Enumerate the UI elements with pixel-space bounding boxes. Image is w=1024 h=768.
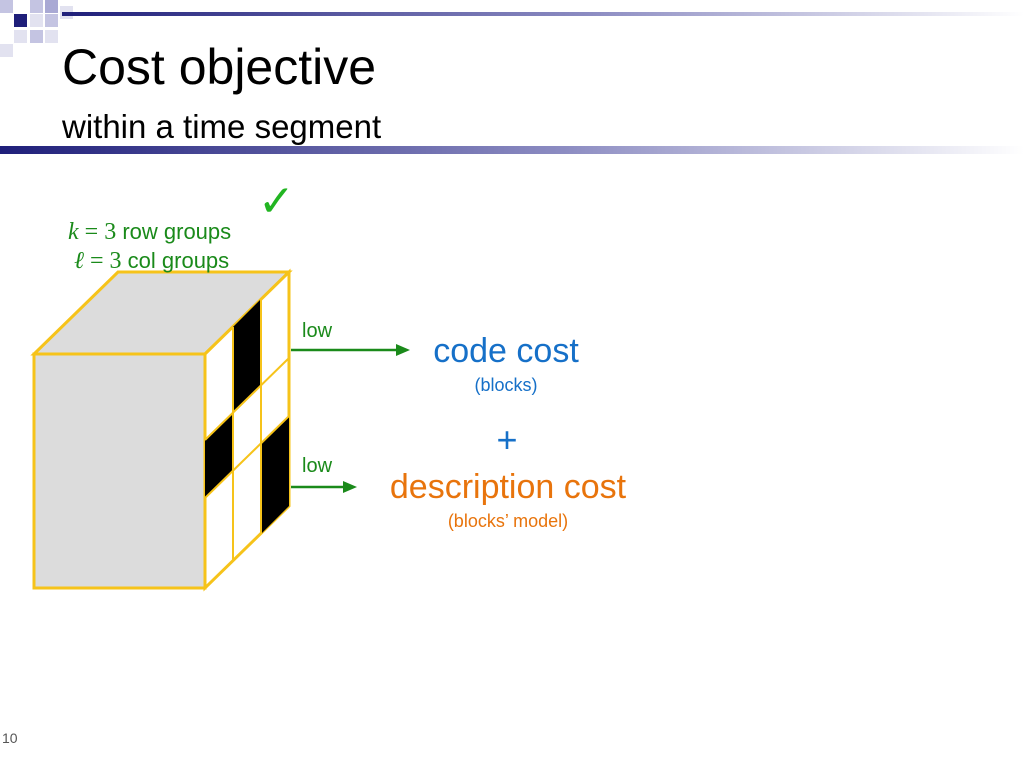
col-groups-eq: = 3 bbox=[84, 248, 122, 274]
slide-subtitle: within a time segment bbox=[62, 108, 382, 145]
description-cost-sub: (blocks’ model) bbox=[447, 511, 569, 531]
row-groups-text: row groups bbox=[116, 219, 232, 244]
matrix-block bbox=[261, 416, 289, 534]
arrow-to-description-cost bbox=[291, 481, 357, 493]
col-groups-text: col groups bbox=[121, 248, 230, 273]
row-groups-label: k = 3 row groups bbox=[68, 220, 231, 244]
col-groups-var: ℓ bbox=[74, 248, 84, 274]
row-groups-var: k bbox=[68, 219, 79, 245]
cube-front-face bbox=[32, 352, 207, 590]
arrow-to-code-cost bbox=[291, 344, 410, 356]
header-bar-top bbox=[62, 12, 1024, 16]
plus-sign: + bbox=[496, 419, 518, 460]
code-cost-sub: (blocks) bbox=[474, 375, 538, 395]
header-bar-bottom bbox=[0, 146, 1024, 154]
slide-title: Cost objective bbox=[62, 39, 377, 95]
matrix-block bbox=[233, 299, 261, 413]
low-label-top: low bbox=[302, 320, 333, 342]
slide-number: 10 bbox=[2, 730, 18, 746]
description-cost-label: description cost bbox=[389, 468, 627, 506]
col-groups-label: ℓ = 3 col groups bbox=[74, 249, 229, 273]
checkmark-icon: ✓ bbox=[258, 176, 295, 227]
code-cost-label: code cost bbox=[433, 332, 579, 370]
data-cube bbox=[30, 268, 293, 592]
low-label-bottom: low bbox=[302, 455, 333, 477]
row-groups-eq: = 3 bbox=[78, 219, 117, 245]
